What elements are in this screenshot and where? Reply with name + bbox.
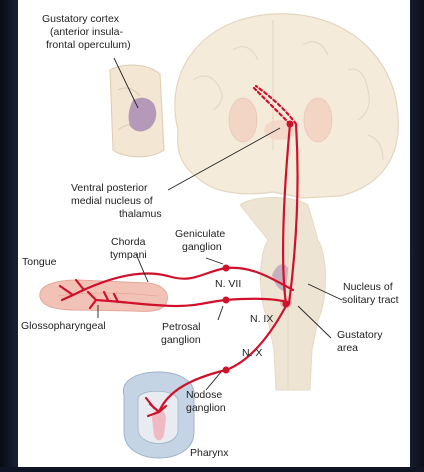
left-dark-border (0, 0, 18, 467)
solitary-nucleus-dot (283, 301, 290, 308)
label-gustatory-area-2: area (337, 342, 358, 354)
petrosal-ganglion-dot (223, 297, 230, 304)
label-petrosal-1: Petrosal (162, 321, 201, 333)
label-geniculate-1: Geniculate (175, 228, 225, 240)
label-tongue: Tongue (22, 256, 57, 268)
label-geniculate-2: ganglion (182, 241, 222, 253)
label-nts-2: solitary tract (342, 294, 399, 306)
label-petrosal-2: ganglion (161, 334, 201, 346)
label-gustatory-area-1: Gustatory (337, 329, 383, 341)
label-chorda-1: Chorda (111, 236, 146, 248)
nodose-ganglion-dot (223, 367, 230, 374)
label-nts-1: Nucleus of (343, 281, 393, 293)
label-nodose-1: Nodose (186, 389, 222, 401)
geniculate-ganglion-dot (223, 265, 230, 272)
label-n-x: N. X (242, 347, 262, 359)
label-chorda-2: tympani (110, 249, 147, 261)
label-vpm-2: medial nucleus of (71, 195, 153, 207)
thalamus-dot (287, 121, 294, 128)
label-pharynx: Pharynx (190, 447, 229, 459)
label-gustatory-cortex-1: Gustatory cortex (42, 13, 120, 25)
label-vpm-1: Ventral posterior (71, 182, 148, 194)
label-n-ix: N. IX (250, 313, 273, 325)
label-vpm-3: thalamus (119, 208, 162, 220)
label-n-vii: N. VII (215, 278, 241, 290)
taste-pathway-figure: Gustatory cortex (anterior insula- front… (18, 0, 410, 467)
right-dark-border (410, 0, 424, 467)
label-gustatory-cortex-2: (anterior insula- (50, 26, 123, 38)
label-nodose-2: ganglion (186, 402, 226, 414)
label-glossopharyngeal: Glossopharyngeal (21, 320, 106, 332)
label-gustatory-cortex-3: frontal operculum) (46, 39, 131, 51)
tongue-shape (40, 280, 168, 311)
insula-cortex-panel (110, 65, 164, 157)
